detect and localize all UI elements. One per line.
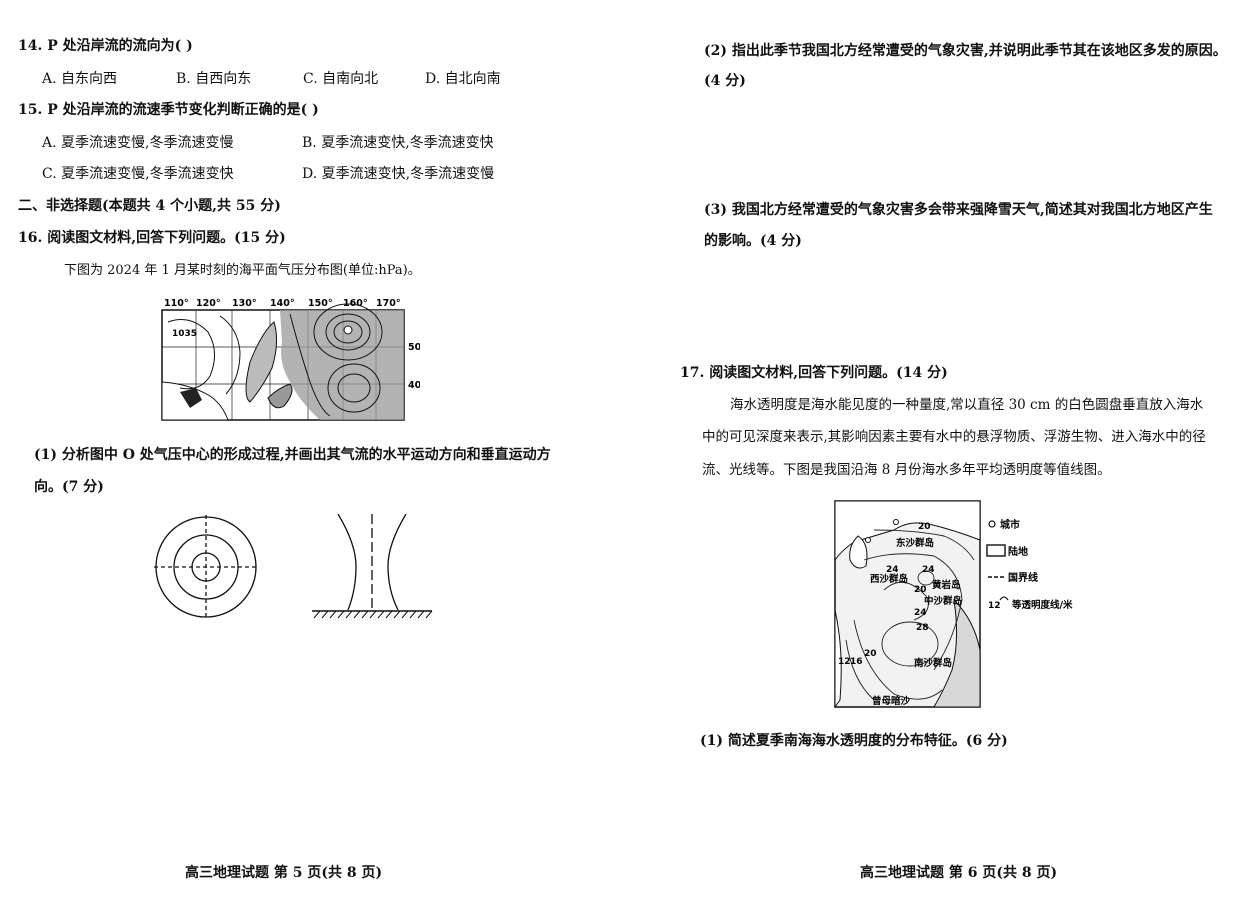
lat-label-40: 40° [408,380,420,391]
q16-stem: 16. 阅读图文材料,回答下列问题。(15 分) [18,230,286,246]
q16-sub3-line2: 的影响。(4 分) [704,233,802,249]
map-value-20b: 20 [914,585,927,595]
map-value-24b: 24 [922,565,935,575]
map-label-huangyan: 黄岩岛 [932,579,961,591]
q15-option-a: A. 夏季流速变慢,冬季流速变慢 [42,135,234,151]
map-label-xisha: 西沙群岛 [870,573,908,585]
q16-sub1-line2: 向。(7 分) [34,479,104,495]
isobar-label-1035: 1035 [172,329,197,339]
q16-sub2-line1: (2) 指出此季节我国北方经常遭受的气象灾害,并说明此季节其在该地区多发的原因。 [704,43,1227,59]
q15-option-c: C. 夏季流速变慢,冬季流速变快 [42,166,234,182]
q17-para-line1: 海水透明度是海水能见度的一种量度,常以直径 30 cm 的白色圆盘垂直放入海水 [730,397,1204,413]
q14-stem: 14. P 处沿岸流的流向为( ) [18,38,193,54]
q17-stem: 17. 阅读图文材料,回答下列问题。(14 分) [680,365,948,381]
legend-border: 国界线 [1008,571,1038,584]
q17-sub1: (1) 简述夏季南海海水透明度的分布特征。(6 分) [700,733,1008,749]
q17-para-line2: 中的可见深度来表示,其影响因素主要有水中的悬浮物质、浮游生物、进入海水中的径 [702,429,1206,445]
answer-diagrams [150,513,440,622]
map-value-20c: 20 [864,649,877,659]
map-value-28: 28 [916,623,929,633]
q15-option-d: D. 夏季流速变快,冬季流速变慢 [302,166,495,182]
lat-label-50: 50° [408,342,420,353]
map-legend: 城市 陆地 国界线 12 等透明度线/米 [986,514,1096,614]
lon-label-120: 120° [196,298,221,309]
land-icon [986,544,1006,557]
legend-isoline-value: 12 [988,601,1001,611]
legend-city: 城市 [1000,518,1020,531]
map-value-12: 12 [838,657,851,667]
q15-stem: 15. P 处沿岸流的流速季节变化判断正确的是( ) [18,102,319,118]
q16-intro: 下图为 2024 年 1 月某时刻的海平面气压分布图(单位:hPa)。 [64,263,421,278]
q17-para-line3: 流、光线等。下图是我国沿海 8 月份海水多年平均透明度等值线图。 [702,462,1111,478]
vertical-airflow-diagram [312,513,432,612]
q16-sub3-line1: (3) 我国北方经常遭受的气象灾害多会带来强降雪天气,简述其对我国北方地区产生 [704,202,1213,218]
map-label-zhongsha: 中沙群岛 [924,595,962,607]
map-value-20a: 20 [918,522,931,532]
transparency-map: 20 东沙群岛 24 24 西沙群岛 黄岩岛 20 中沙群岛 24 28 20 … [834,500,984,710]
map-label-dongsha: 东沙群岛 [896,537,934,549]
lon-label-140: 140° [270,298,295,309]
q14-option-b: B. 自西向东 [176,71,252,87]
lon-label-110: 110° [164,298,189,309]
map-value-16: 16 [850,657,863,667]
map-value-24a: 24 [886,565,899,575]
q14-option-a: A. 自东向西 [42,71,118,87]
left-page-footer: 高三地理试题 第 5 页(共 8 页) [185,865,383,881]
q14-option-d: D. 自北向南 [425,71,501,87]
lon-label-160: 160° [343,298,368,309]
lon-label-130: 130° [232,298,257,309]
isoline-icon [999,596,1009,601]
map-value-24c: 24 [914,608,927,618]
legend-land: 陆地 [1008,545,1028,558]
map-label-nansha: 南沙群岛 [914,657,952,669]
q14-option-c: C. 自南向北 [303,71,379,87]
q15-option-b: B. 夏季流速变快,冬季流速变快 [302,135,494,151]
map-label-zengmu: 曾母暗沙 [872,695,911,707]
pressure-map: 110° 120° 130° 140° 150° 160° 170° [150,292,426,424]
lon-label-150: 150° [308,298,333,309]
legend-isoline: 等透明度线/米 [1011,599,1073,611]
city-icon [988,520,996,528]
q16-sub2-line2: (4 分) [704,73,746,89]
lon-label-170: 170° [376,298,401,309]
right-page-footer: 高三地理试题 第 6 页(共 8 页) [860,865,1058,881]
q16-sub1-line1: (1) 分析图中 O 处气压中心的形成过程,并画出其气流的水平运动方向和垂直运动… [34,447,551,463]
concentric-circles-diagram [154,515,258,619]
section-two-heading: 二、非选择题(本题共 4 个小题,共 55 分) [18,198,281,214]
